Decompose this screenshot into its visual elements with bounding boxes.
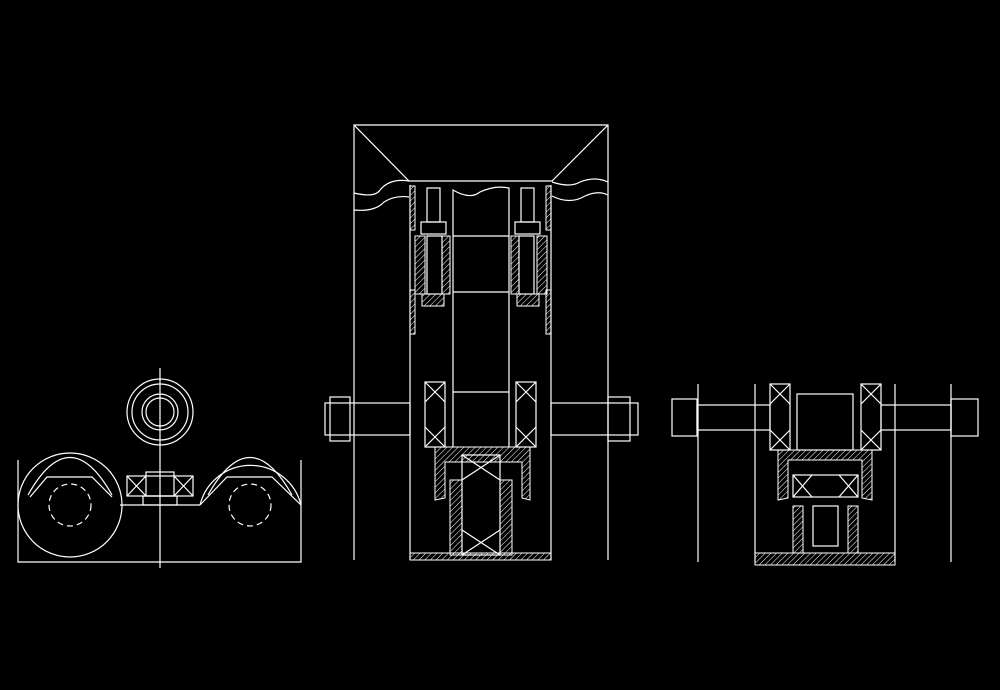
left-wheel	[17, 452, 123, 558]
center-bearing	[126, 471, 194, 506]
right-wheel	[120, 456, 302, 527]
front-section-view	[324, 124, 639, 561]
left-spring-assembly	[414, 187, 451, 307]
side-view	[17, 368, 302, 568]
end-section-view	[671, 383, 979, 566]
right-spring-assembly	[510, 187, 548, 307]
top-bearing-circle	[126, 378, 194, 446]
bottom-channel	[409, 446, 552, 561]
